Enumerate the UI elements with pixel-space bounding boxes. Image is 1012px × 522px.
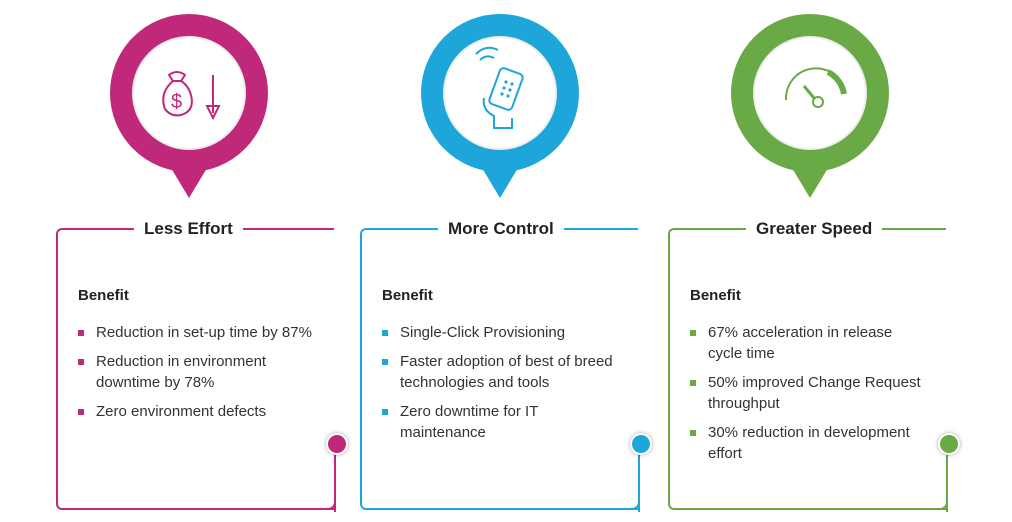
bullet-icon: [382, 330, 388, 336]
bullet-icon: [78, 409, 84, 415]
connector-dot: [326, 433, 348, 455]
item-text: Zero environment defects: [96, 403, 267, 420]
connector-corner: [322, 496, 336, 510]
connector-line: [334, 444, 336, 512]
bullet-icon: [78, 330, 84, 336]
benefit-heading: Benefit: [382, 287, 433, 304]
bullet-icon: [690, 330, 696, 336]
panel-more-control: More Control Benefit Single-Click Provis…: [360, 219, 652, 512]
list-item: 67% acceleration in release cycle time: [690, 322, 930, 364]
connector-corner: [626, 496, 640, 510]
connector-line: [638, 444, 640, 512]
panel-title: More Control: [438, 219, 564, 239]
item-text: 30% reduction in development effort: [708, 424, 910, 462]
list-item: Reduction in environment downtime by 78%: [78, 351, 318, 393]
item-text: 50% improved Change Request throughput: [708, 374, 921, 412]
pin-greater-speed: [729, 12, 891, 198]
list-item: Reduction in set-up time by 87%: [78, 322, 318, 343]
benefit-heading: Benefit: [78, 287, 129, 304]
list-item: Zero downtime for IT maintenance: [382, 401, 622, 443]
list-item: Faster adoption of best of breed technol…: [382, 351, 622, 393]
panel-title: Greater Speed: [746, 219, 883, 239]
remote-control-hand-icon: [475, 46, 524, 129]
speedometer-icon: [784, 67, 847, 108]
item-text: Single-Click Provisioning: [400, 324, 566, 341]
bullet-icon: [382, 359, 388, 365]
pin-less-effort: $: [108, 12, 270, 198]
list-item: Single-Click Provisioning: [382, 322, 622, 343]
benefit-heading: Benefit: [690, 287, 741, 304]
money-bag-down-icon: $: [162, 71, 221, 121]
list-item: 30% reduction in development effort: [690, 422, 930, 464]
connector-dot: [630, 433, 652, 455]
benefit-list: 67% acceleration in release cycle time 5…: [690, 322, 930, 472]
item-text: Reduction in set-up time by 87%: [96, 324, 312, 341]
connector-corner: [934, 496, 948, 510]
benefit-list: Single-Click Provisioning Faster adoptio…: [382, 322, 622, 451]
item-text: Reduction in environment downtime by 78%: [96, 353, 267, 391]
item-text: Zero downtime for IT maintenance: [400, 403, 539, 441]
list-item: 50% improved Change Request throughput: [690, 372, 930, 414]
list-item: Zero environment defects: [78, 401, 318, 422]
svg-text:$: $: [171, 91, 182, 113]
bullet-icon: [690, 380, 696, 386]
pin-more-control: [419, 12, 581, 198]
connector-line: [946, 444, 948, 512]
benefit-list: Reduction in set-up time by 87% Reductio…: [78, 322, 318, 430]
bullet-icon: [382, 409, 388, 415]
item-text: Faster adoption of best of breed technol…: [400, 353, 613, 391]
bullet-icon: [78, 359, 84, 365]
connector-dot: [938, 433, 960, 455]
item-text: 67% acceleration in release cycle time: [708, 324, 893, 362]
panel-less-effort: Less Effort Benefit Reduction in set-up …: [56, 219, 348, 512]
panel-greater-speed: Greater Speed Benefit 67% acceleration i…: [668, 219, 960, 512]
bullet-icon: [690, 430, 696, 436]
panel-title: Less Effort: [134, 219, 243, 239]
